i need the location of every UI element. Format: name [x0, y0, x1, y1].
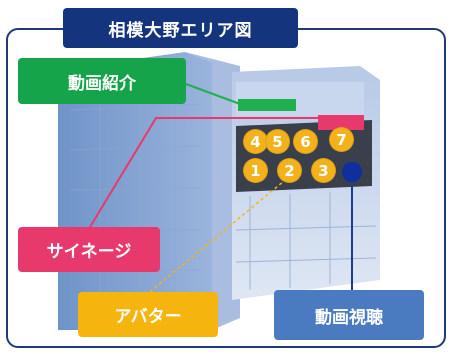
location-marker-6: 6	[294, 130, 317, 153]
map-title: 相模大野エリア図	[63, 8, 298, 48]
signage-label: サイネージ	[18, 227, 160, 272]
video-intro-label: 動画紹介	[18, 58, 186, 104]
location-marker-2: 2	[278, 159, 301, 182]
location-marker-4: 4	[244, 130, 267, 153]
video-watch-label: 動画視聴	[274, 290, 424, 340]
location-marker-3: 3	[312, 159, 335, 182]
avatar-label: アバター	[78, 292, 218, 337]
location-marker-5: 5	[266, 130, 289, 153]
video-watch-point	[342, 162, 362, 182]
location-marker-7: 7	[330, 128, 353, 151]
location-marker-1: 1	[244, 159, 267, 182]
